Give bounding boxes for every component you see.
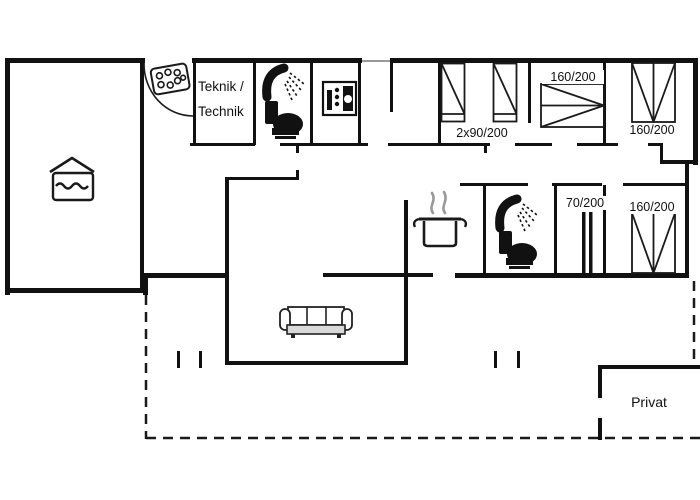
wall-segment: [623, 183, 689, 186]
cooking-pot-icon: [412, 217, 468, 248]
window-line: [362, 60, 390, 62]
room-label-teknik-line1: Teknik /: [197, 79, 245, 94]
wall-segment: [660, 143, 663, 164]
wall-segment: [404, 200, 408, 365]
bunk-bed: [582, 212, 593, 273]
room-label-privat: Privat: [618, 395, 680, 409]
double-bed: [631, 62, 676, 123]
steam-icon: [430, 190, 447, 215]
wall-segment: [145, 273, 228, 278]
wall-segment: [253, 62, 256, 145]
wall-segment: [225, 361, 408, 365]
wall-segment: [663, 160, 696, 164]
wall-segment: [598, 365, 602, 398]
bed-size-label: 160/200: [542, 70, 604, 84]
wall-segment: [5, 288, 147, 293]
wall-segment: [310, 62, 313, 145]
wall-segment: [193, 62, 196, 145]
wall-segment: [528, 62, 531, 123]
whirlpool-icon: [149, 62, 191, 96]
terrace-dashed-outline: [144, 281, 700, 440]
wall-segment: [140, 62, 144, 290]
wall-stub: [484, 143, 487, 153]
wall-segment: [460, 183, 528, 186]
shower-icon: [495, 194, 538, 233]
shower-icon: [262, 63, 305, 102]
wall-segment: [225, 177, 299, 180]
wall-segment: [603, 185, 606, 277]
wall-stub: [296, 170, 299, 180]
wall-segment: [577, 143, 618, 146]
washing-machine-icon: [321, 80, 358, 117]
wall-segment: [143, 273, 148, 295]
sofa-icon: [279, 306, 353, 338]
bed-size-label: 2x90/200: [448, 126, 516, 140]
wall-segment: [225, 177, 229, 365]
wall-segment: [192, 58, 362, 63]
wall-segment: [693, 58, 698, 165]
wall-segment: [455, 273, 689, 278]
wall-segment: [323, 273, 433, 277]
toilet-icon: [499, 231, 537, 269]
wall-segment: [358, 62, 361, 145]
double-bed: [631, 212, 676, 274]
wall-segment: [390, 62, 393, 112]
wall-segment: [685, 163, 689, 277]
wall-segment: [390, 58, 698, 63]
wall-segment: [5, 58, 10, 295]
wall-segment: [190, 143, 255, 146]
wall-stub: [296, 143, 299, 153]
pool-icon: [49, 156, 95, 202]
single-bed: [492, 62, 518, 123]
toilet-icon: [265, 101, 303, 139]
wall-segment: [554, 185, 557, 277]
entrance-door-arc-icon: [143, 62, 194, 117]
bed-size-label: 70/200: [560, 196, 610, 210]
wall-segment: [280, 143, 368, 146]
wall-segment: [648, 143, 662, 146]
wall-segment: [515, 143, 552, 146]
single-bed: [440, 62, 466, 123]
wall-segment: [598, 418, 602, 440]
wall-segment: [388, 143, 490, 146]
wall-segment: [5, 58, 145, 63]
bed-size-label: 160/200: [621, 200, 683, 214]
double-bed: [540, 83, 605, 128]
terrace-step-marks: [177, 351, 520, 368]
wall-segment: [552, 183, 602, 186]
bed-size-label: 160/200: [621, 123, 683, 137]
room-label-teknik-line2: Technik: [197, 104, 245, 119]
wall-segment: [483, 185, 486, 277]
wall-segment: [438, 62, 441, 145]
wall-segment: [598, 365, 700, 369]
